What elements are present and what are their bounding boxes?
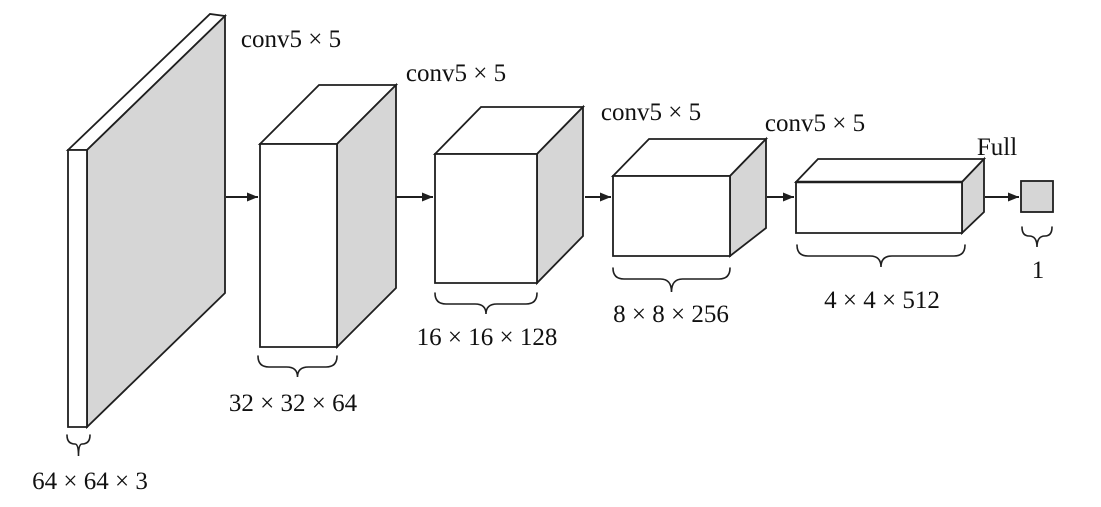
conv1-layer: conv5 × 5 32 × 32 × 64	[229, 26, 399, 417]
conv4-op-label: conv5 × 5	[765, 110, 865, 137]
conv3-op-label: conv5 × 5	[601, 99, 701, 126]
input-layer: 64 × 64 × 3	[32, 13, 227, 495]
conv1-size-label: 32 × 32 × 64	[229, 390, 358, 417]
conv4-front-face	[795, 181, 963, 234]
conv1-front-face	[259, 143, 338, 348]
conv2-front-face	[434, 153, 538, 284]
output-layer: Full 1	[977, 134, 1054, 284]
conv4-underbrace	[796, 244, 966, 268]
conv1-op-label: conv5 × 5	[241, 26, 341, 53]
output-op-label: Full	[977, 134, 1017, 161]
conv4-size-label: 4 × 4 × 512	[824, 287, 940, 314]
output-size-label: 1	[1032, 257, 1045, 284]
conv1-underbrace	[257, 355, 338, 378]
conv3-size-label: 8 × 8 × 256	[613, 301, 729, 328]
output-underbrace	[1021, 226, 1053, 248]
conv3-front-face	[612, 175, 731, 257]
input-underbrace	[66, 434, 91, 457]
conv2-layer: conv5 × 5 16 × 16 × 128	[406, 60, 586, 351]
conv3-underbrace	[612, 267, 731, 293]
conv2-underbrace	[434, 292, 538, 315]
conv3-layer: conv5 × 5 8 × 8 × 256	[601, 99, 769, 328]
output-unit-square	[1020, 180, 1054, 213]
conv4-top-face	[793, 158, 987, 183]
conv4-layer: conv5 × 5 4 × 4 × 512	[765, 110, 987, 314]
diagram-root: 64 × 64 × 3 conv5 × 5 32 × 32 × 64 conv5…	[32, 13, 1054, 495]
input-size-label: 64 × 64 × 3	[32, 468, 148, 495]
input-front-face	[67, 149, 88, 428]
conv2-size-label: 16 × 16 × 128	[417, 324, 558, 351]
conv2-op-label: conv5 × 5	[406, 60, 506, 87]
